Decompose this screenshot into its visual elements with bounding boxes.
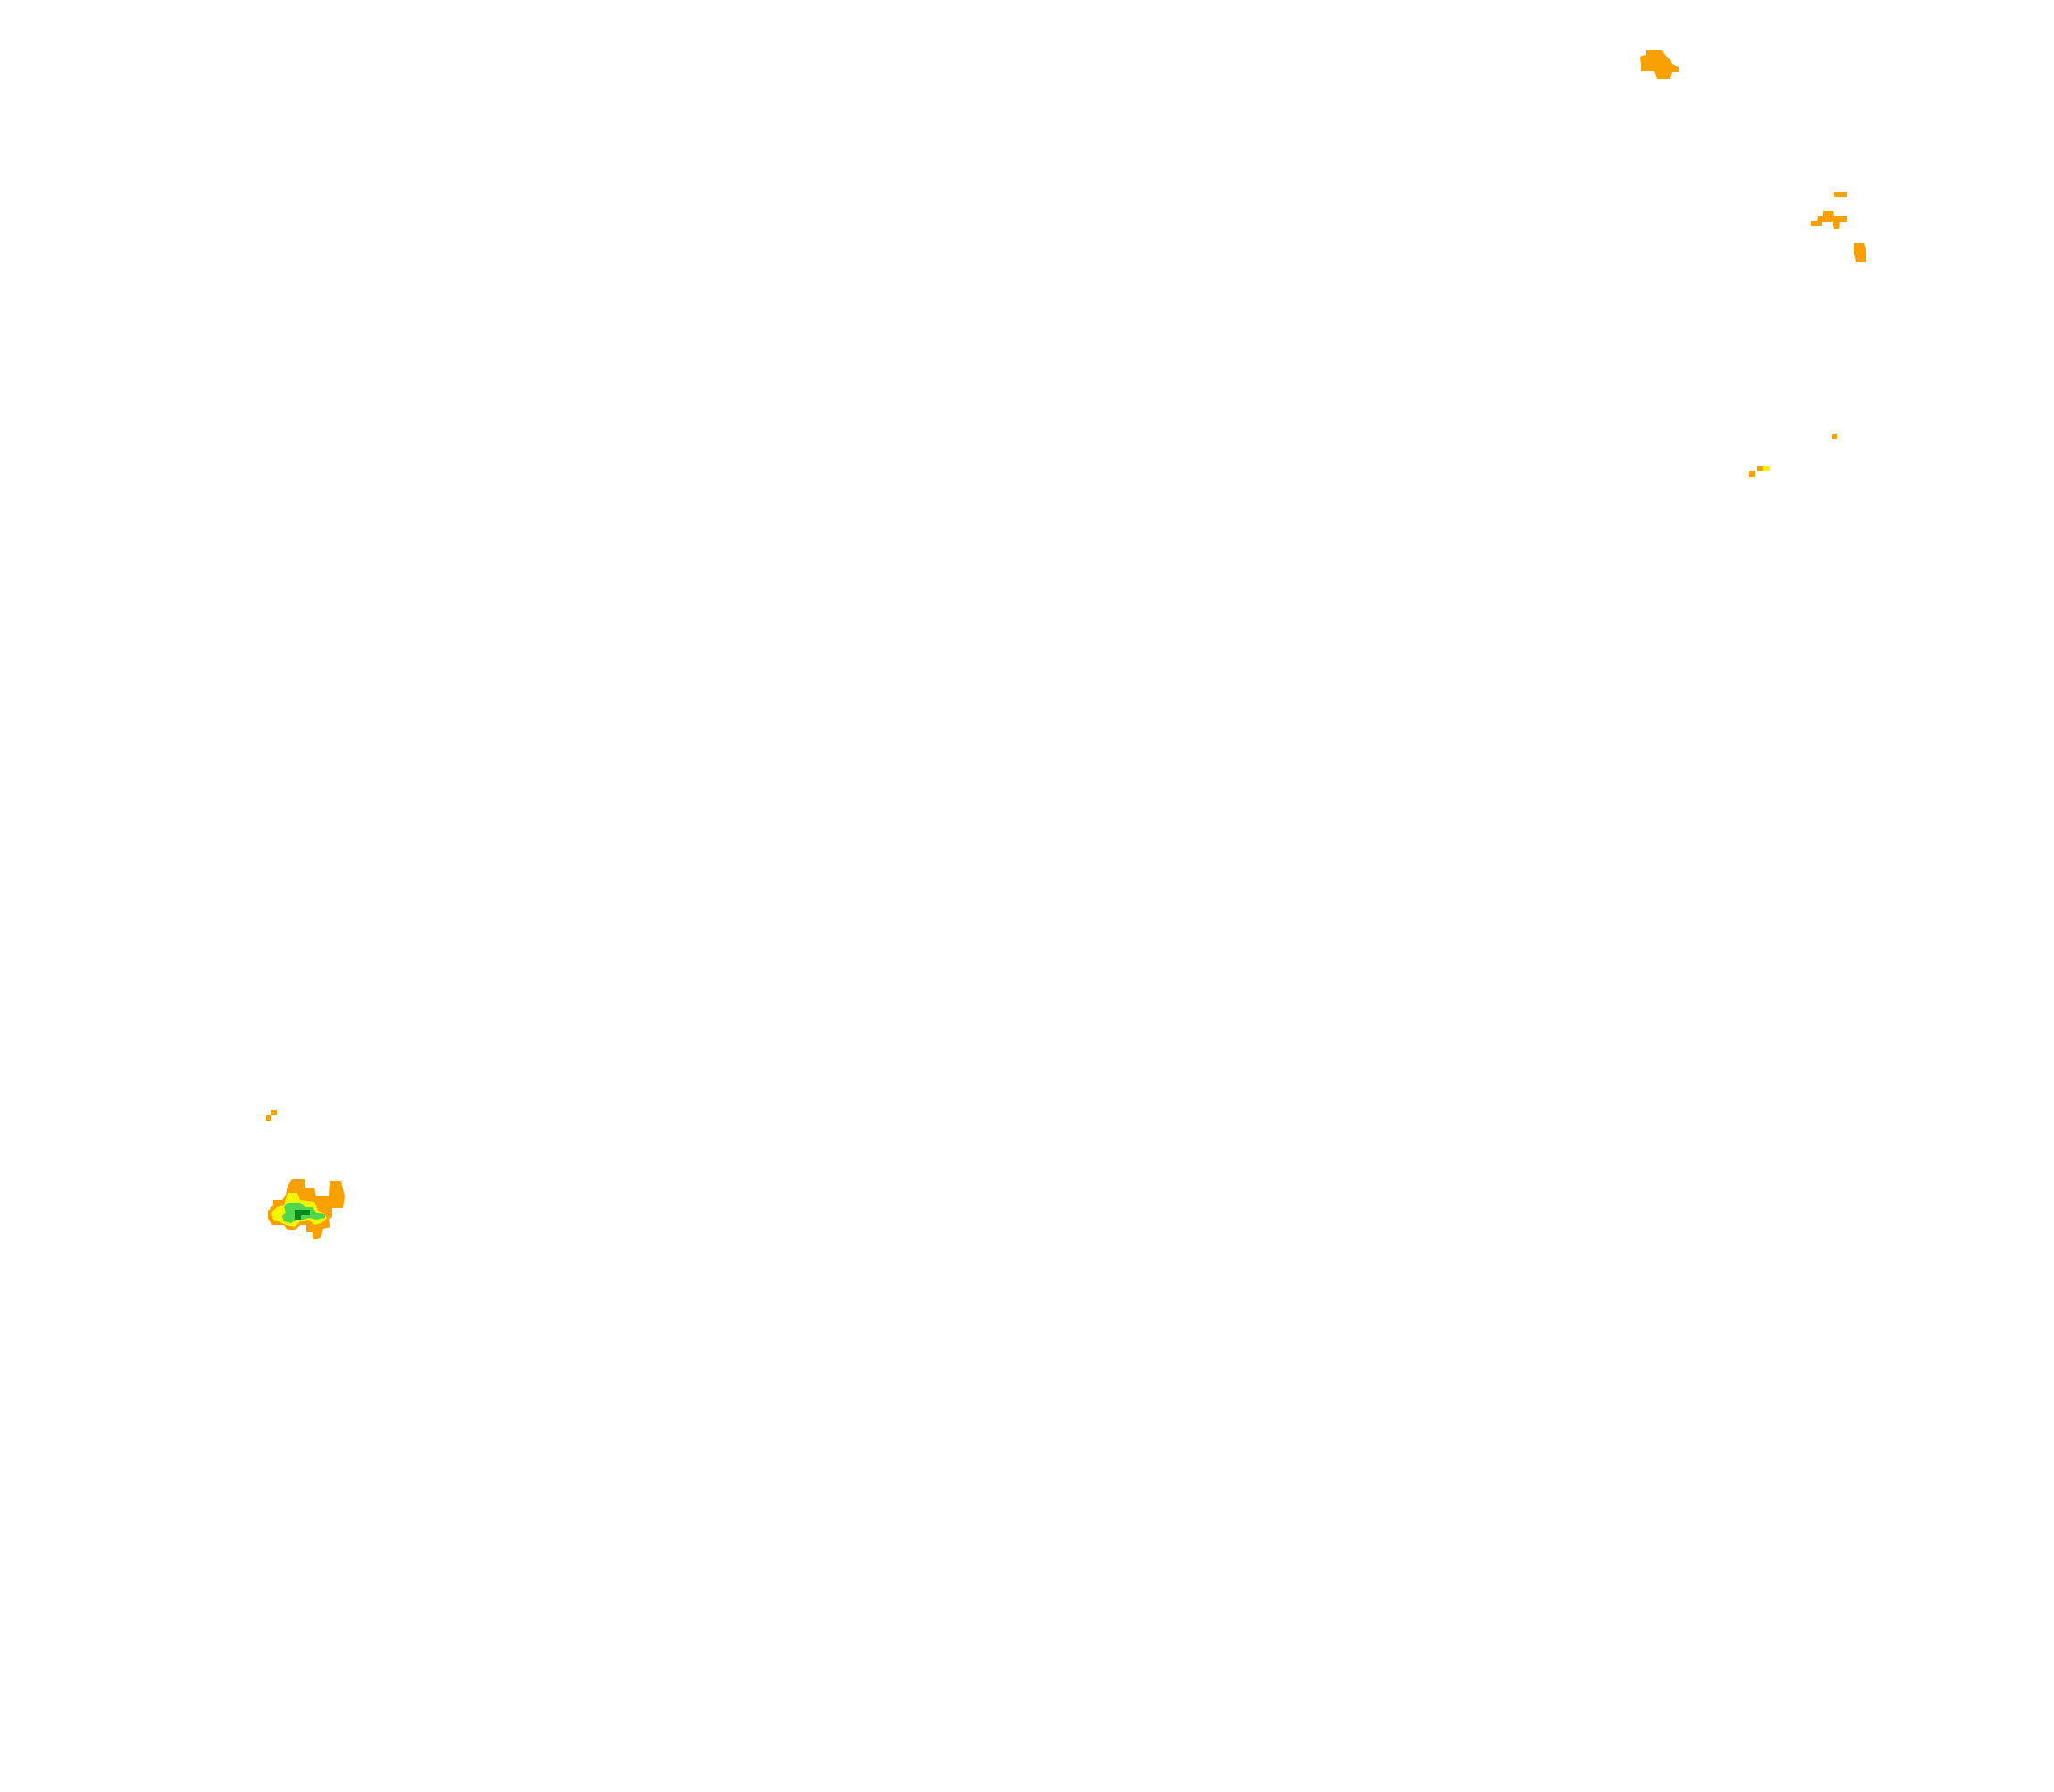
echo-blob bbox=[1749, 471, 1755, 477]
echo-blob bbox=[271, 1110, 277, 1115]
echo-cell-northeast bbox=[1640, 50, 1679, 79]
echo-blob bbox=[295, 1210, 310, 1215]
echo-blob bbox=[1832, 434, 1837, 439]
echo-cluster-east-small bbox=[1749, 434, 1837, 477]
echo-blob bbox=[266, 1115, 271, 1121]
echo-cluster-east bbox=[1811, 192, 1866, 262]
echo-cell-west bbox=[268, 1179, 345, 1239]
echo-blob bbox=[295, 1215, 301, 1220]
echo-blob bbox=[1811, 211, 1847, 229]
echo-blob bbox=[1854, 243, 1866, 262]
echo-blob bbox=[1834, 192, 1847, 197]
echo-cluster-west-small bbox=[266, 1110, 277, 1121]
echo-blob bbox=[1763, 466, 1770, 471]
echo-blob bbox=[1640, 50, 1679, 79]
